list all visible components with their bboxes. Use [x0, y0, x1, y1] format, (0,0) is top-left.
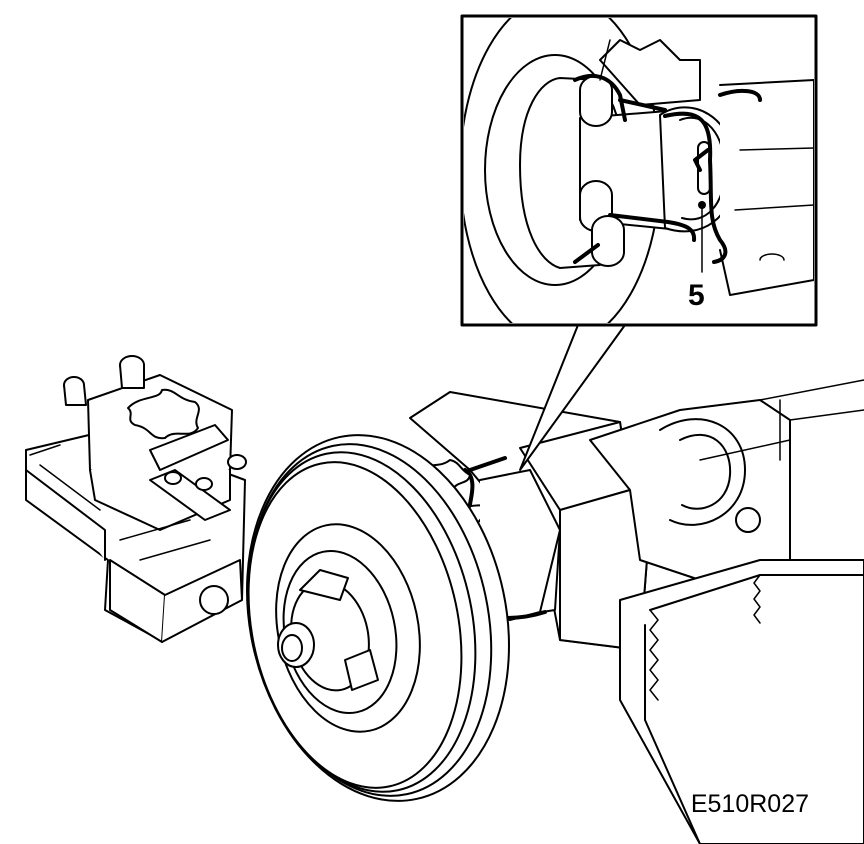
caliper-fixture — [25, 355, 247, 643]
figure-code: E510R027 — [691, 790, 809, 818]
drive-housing — [409, 379, 864, 844]
hub-bearing — [419, 456, 561, 621]
detail-inset: 5 — [460, 14, 818, 327]
callout-number-5: 5 — [688, 279, 705, 312]
brake-disc — [246, 434, 510, 802]
